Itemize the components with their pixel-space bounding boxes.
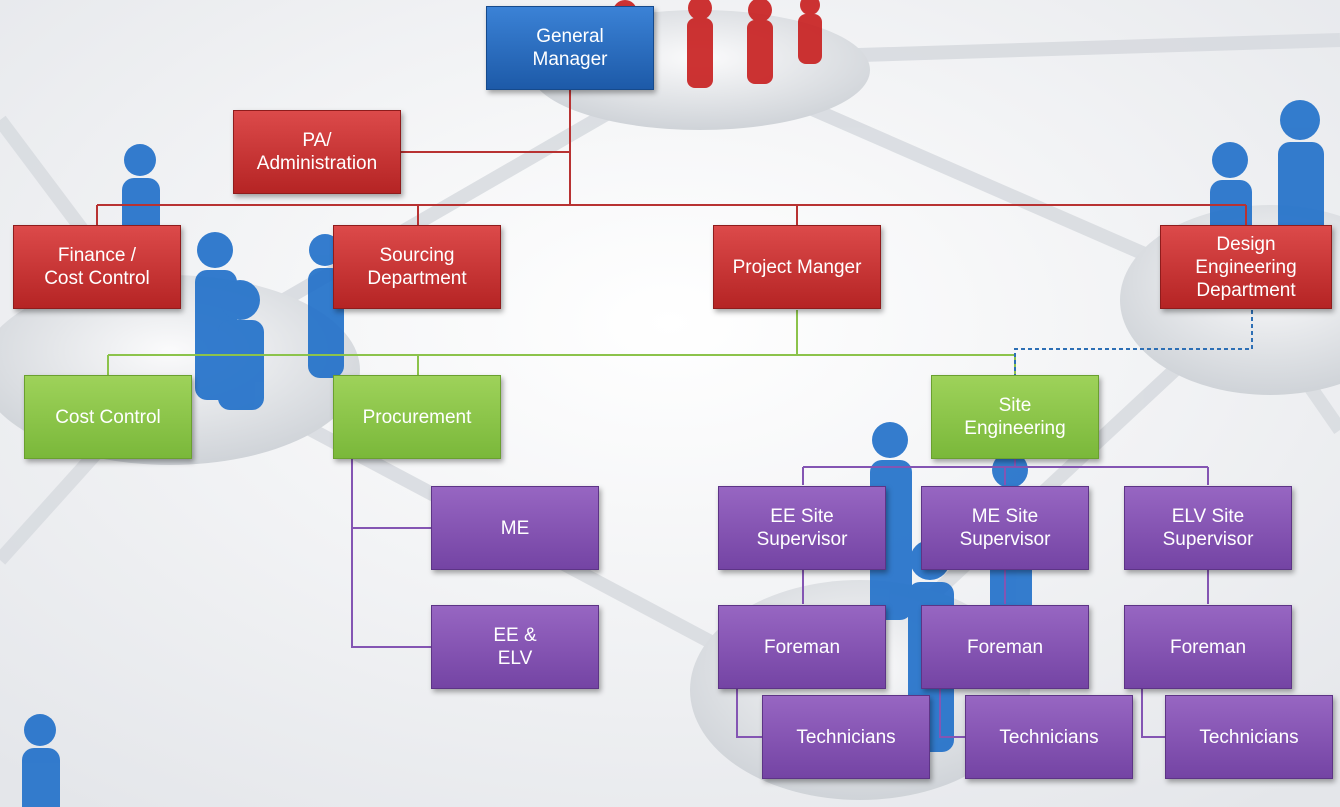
procurement-me-box: ME	[431, 486, 599, 570]
purple-connectors	[351, 458, 1209, 738]
green-connectors	[107, 310, 1016, 375]
sourcing-department-box: Sourcing Department	[333, 225, 501, 309]
finance-cost-control-box: Finance / Cost Control	[13, 225, 181, 309]
elv-site-supervisor-box: ELV Site Supervisor	[1124, 486, 1292, 570]
me-site-supervisor-box: ME Site Supervisor	[921, 486, 1089, 570]
foreman-box-ee: Foreman	[718, 605, 886, 689]
pa-administration-box: PA/ Administration	[233, 110, 401, 194]
project-manager-box: Project Manger	[713, 225, 881, 309]
technicians-box-ee: Technicians	[762, 695, 930, 779]
ee-site-supervisor-box: EE Site Supervisor	[718, 486, 886, 570]
procurement-box: Procurement	[333, 375, 501, 459]
general-manager-box: General Manager	[486, 6, 654, 90]
procurement-ee-elv-box: EE & ELV	[431, 605, 599, 689]
foreman-box-elv: Foreman	[1124, 605, 1292, 689]
dashed-connector	[1014, 310, 1253, 375]
cost-control-box: Cost Control	[24, 375, 192, 459]
foreman-box-me: Foreman	[921, 605, 1089, 689]
design-engineering-box: Design Engineering Department	[1160, 225, 1332, 309]
technicians-box-elv: Technicians	[1165, 695, 1333, 779]
technicians-box-me: Technicians	[965, 695, 1133, 779]
site-engineering-box: Site Engineering	[931, 375, 1099, 459]
red-connectors	[96, 90, 1247, 225]
